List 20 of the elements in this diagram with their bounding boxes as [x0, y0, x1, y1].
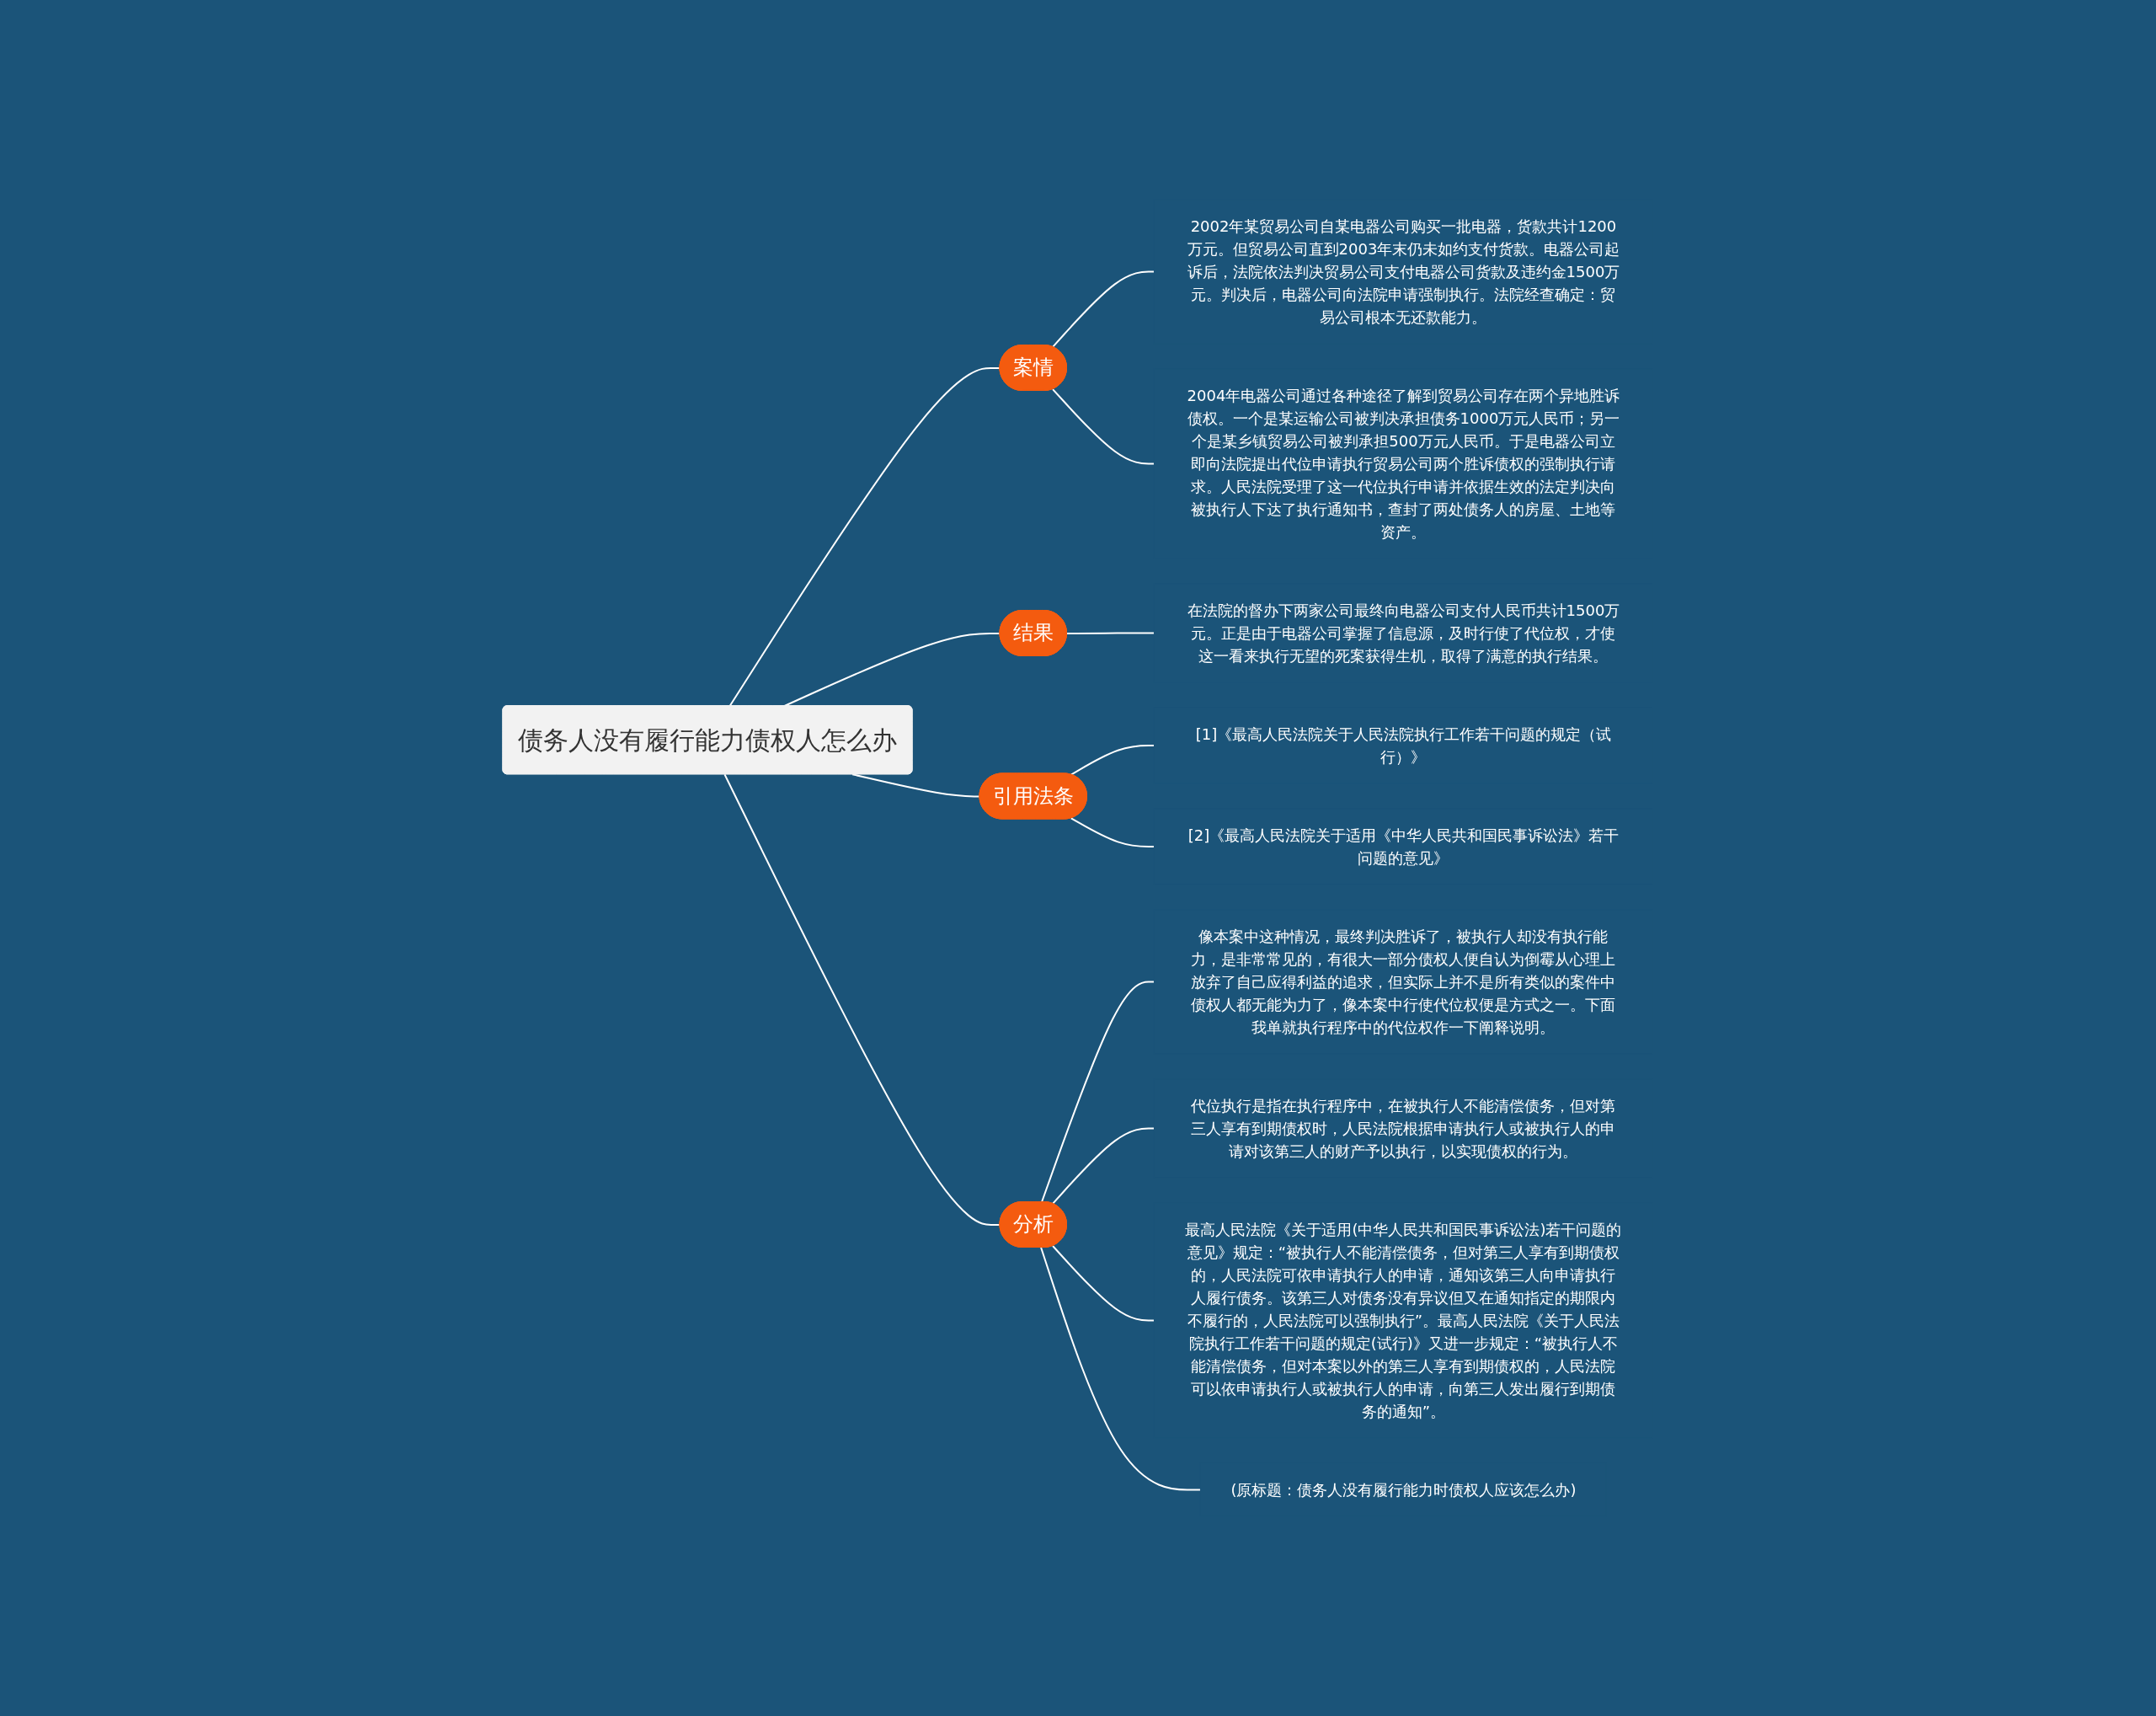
connector [723, 773, 1001, 1226]
node-text: 代位执行是指在执行程序中，在被执行人不能清偿债务，但对第三人享有到期债权时，人民法院根据申请执行人或被执行人的申请对该第三人的财产予以执行，以实现债权的行为。 [1191, 1096, 1616, 1160]
connector [1040, 1247, 1202, 1491]
node-text: [2]《最高人民法院关于适用《中华人民共和国民事诉讼法》若干问题的意见》 [1187, 826, 1620, 867]
node-text: 2004年电器公司通过各种途径了解到贸易公司存在两个异地胜诉债权。一个是某运输公司被判决承担债务1000万元人民币；另一个是某乡镇贸易公司被判承担500万元人民币。于是电器公司立即向法院提出代位申请执行贸易公司两个胜诉债权的强制执行请求。人民法院受理了这一代位执行申请并依据生效的法定判决向被执行人下达了执行通知书，查封了两处债务人的房屋、土地等资产。 [1187, 387, 1620, 541]
node-text: 在法院的督办下两家公司最终向电器公司支付人民币共计1500万元。正是由于电器公司掌握了信息源，及时行使了代位权，才使这一看来执行无望的死案获得生机，取得了满意的执行结果。 [1187, 601, 1620, 665]
node-text: 像本案中这种情况，最终判决胜诉了，被执行人却没有执行能力，是非常常见的，有很大一部分债权人便自认为倒霉从心理上放弃了自己应得利益的追求，但实际上并不是所有类似的案件中债权人都无能为力了，像本案中行使代位权便是方式之一。下面我单就执行程序中的代位权作一下阐释说明。 [1191, 927, 1616, 1036]
connector [1052, 270, 1155, 348]
node-text: 最高人民法院《关于适用(中华人民共和国民事诉讼法)若干问题的意见》规定：“被执行人不能清偿债务，但对第三人享有到期债权的，人民法院可依申请执行人的申请，通知该第三人向申请执行人履行债务。该第三人对债务没有异议但又在通知指定的期限内不履行的，人民法院可以强制执行”。最高人民法院《关于人民法院执行工作若干问题的规定(试行)》又进一步规定：“被执行人不能清偿债务，但对本案以外的第三人享有到期债权的，人民法院可以依申请执行人或被执行人的申请，向第三人发出履行到期债务的通知”。 [1185, 1220, 1622, 1420]
node-text: [1]《最高人民法院关于人民法院执行工作若干问题的规定（试行）》 [1195, 724, 1612, 766]
connector [1052, 1127, 1155, 1205]
connector [1070, 817, 1155, 847]
connector [851, 773, 981, 798]
connector [1052, 388, 1155, 465]
connector [1052, 1245, 1155, 1322]
connector [1041, 981, 1155, 1203]
connector [1066, 632, 1155, 634]
node-text: (原标题：债务人没有履行能力时债权人应该怎么办) [1230, 1480, 1577, 1499]
node-text: 2002年某贸易公司自某电器公司购买一批电器，货款共计1200万元。但贸易公司直到2003年末仍未如约支付货款。电器公司起诉后，法院依法判决贸易公司支付电器公司货款及违约金1500万元。判决后，电器公司向法院申请强制执行。法院经查确定：贸易公司根本无还款能力。 [1187, 217, 1620, 326]
connector [1070, 745, 1155, 776]
